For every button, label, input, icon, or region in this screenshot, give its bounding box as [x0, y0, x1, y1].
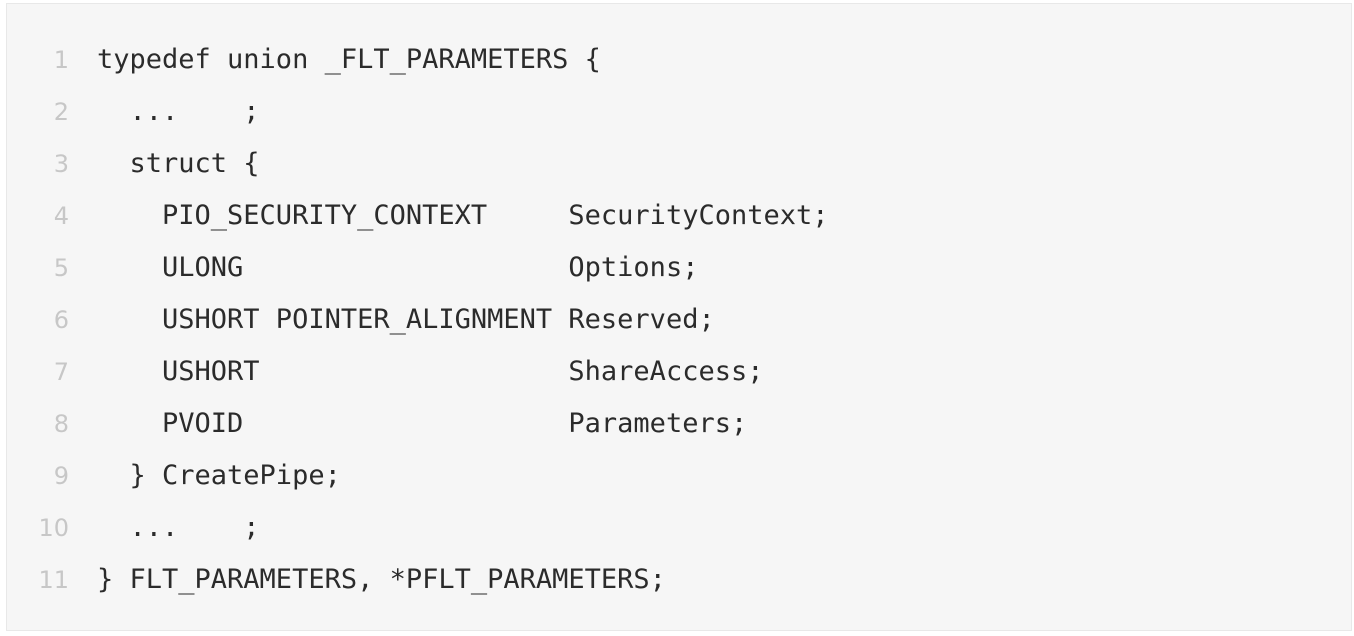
- line-number: 6: [53, 306, 69, 334]
- code-line: 4 PIO_SECURITY_CONTEXT SecurityContext;: [7, 190, 1351, 242]
- code-line: 10 ... ;: [7, 502, 1351, 554]
- line-code: typedef union _FLT_PARAMETERS {: [97, 44, 601, 75]
- line-code: PIO_SECURITY_CONTEXT SecurityContext;: [97, 200, 829, 231]
- line-number: 5: [53, 254, 69, 282]
- code-line: 6 USHORT POINTER_ALIGNMENT Reserved;: [7, 294, 1351, 346]
- line-number: 4: [53, 202, 69, 230]
- line-number: 9: [53, 462, 69, 490]
- line-code: USHORT ShareAccess;: [97, 356, 764, 387]
- code-line: 11 } FLT_PARAMETERS, *PFLT_PARAMETERS;: [7, 554, 1351, 606]
- code-block: 1 typedef union _FLT_PARAMETERS { 2 ... …: [6, 3, 1352, 631]
- line-code: } FLT_PARAMETERS, *PFLT_PARAMETERS;: [97, 564, 666, 595]
- code-line: 7 USHORT ShareAccess;: [7, 346, 1351, 398]
- code-line: 2 ... ;: [7, 86, 1351, 138]
- code-line: 1 typedef union _FLT_PARAMETERS {: [7, 34, 1351, 86]
- code-line: 9 } CreatePipe;: [7, 450, 1351, 502]
- code-line: 8 PVOID Parameters;: [7, 398, 1351, 450]
- line-code: ULONG Options;: [97, 252, 699, 283]
- line-number: 3: [53, 150, 69, 178]
- line-code: ... ;: [97, 512, 260, 543]
- line-number: 10: [38, 514, 69, 542]
- code-line: 5 ULONG Options;: [7, 242, 1351, 294]
- line-number: 11: [38, 566, 69, 594]
- line-number: 8: [53, 410, 69, 438]
- code-line: 3 struct {: [7, 138, 1351, 190]
- line-number: 7: [53, 358, 69, 386]
- line-code: USHORT POINTER_ALIGNMENT Reserved;: [97, 304, 715, 335]
- line-number: 2: [53, 98, 69, 126]
- line-code: } CreatePipe;: [97, 460, 341, 491]
- line-number: 1: [53, 46, 69, 74]
- line-code: ... ;: [97, 96, 260, 127]
- line-code: PVOID Parameters;: [97, 408, 748, 439]
- line-code: struct {: [97, 148, 260, 179]
